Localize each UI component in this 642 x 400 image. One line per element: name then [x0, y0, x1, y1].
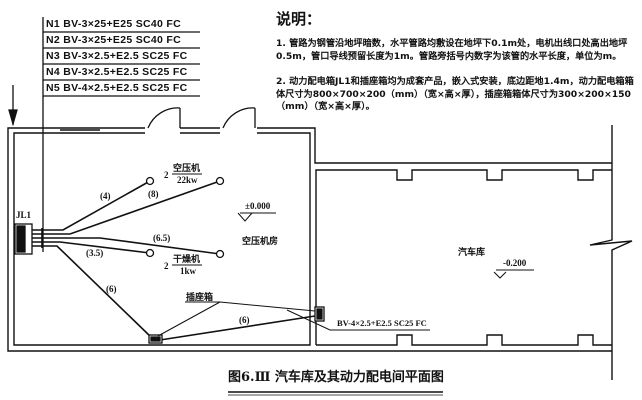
circuit-spec: BV-3×25+E25 SC40 FC [63, 34, 182, 46]
length-label: (6) [239, 315, 250, 325]
note-item: 1. 管路为钢管沿地坪暗数，水平管路均敷设在地坪下0.1m处，电机出线口处高出地… [276, 38, 628, 62]
length-label: (4) [100, 191, 111, 201]
length-label: (6) [106, 284, 117, 294]
circuit-spec: BV-4×2.5+E2.5 SC25 FC [63, 82, 188, 94]
circuit-id: N2 [46, 34, 61, 46]
circuit-spec: BV-3×2.5+E2.5 SC25 FC [63, 66, 188, 78]
dryer-power: 1kw [180, 266, 197, 276]
compressor-power: 22kw [177, 175, 198, 185]
compressor-name: 空压机 [173, 163, 201, 173]
legend-row: N1 BV-3×25+E25 SC40 FC [46, 18, 181, 30]
door-icon [147, 107, 181, 129]
length-label: (3.5) [86, 248, 104, 258]
figure-caption: 图6.Ⅲ 汽车库及其动力配电间平面图 [228, 370, 444, 385]
room2-name: 汽车库 [458, 247, 486, 257]
room1-name: 空压机房 [242, 236, 279, 246]
walls [7, 125, 633, 380]
door-icon [222, 107, 256, 129]
incoming-arrow-icon [8, 85, 18, 127]
room1-elevation: ±0.000 [245, 201, 271, 211]
legend-row: N3 BV-3×2.5+E2.5 SC25 FC [46, 50, 187, 62]
socket-box-icon [314, 306, 325, 322]
distribution-panel-jl1 [14, 223, 33, 255]
motor-outlet-icon [145, 176, 225, 259]
circuit-id: N1 [46, 18, 61, 30]
notes-title: 说明： [276, 10, 322, 28]
legend-underlines [43, 31, 200, 97]
circuit-id: N4 [46, 66, 61, 78]
circuit-spec: BV-3×25+E25 SC40 FC [63, 18, 182, 30]
socket-box-icon [148, 334, 163, 344]
compressor-count: 2 [164, 170, 169, 180]
dryer-name: 干燥机 [173, 254, 201, 264]
panel-label: JL1 [16, 210, 32, 220]
dryer-count: 2 [164, 261, 169, 271]
length-label: (6.5) [153, 233, 171, 243]
socket-cable-spec: BV-4×2.5+E2.5 SC25 FC [337, 318, 427, 328]
cables [32, 180, 316, 341]
socket-box-label: 插座箱 [186, 292, 214, 302]
leaders [157, 173, 534, 396]
circuit-spec: BV-3×2.5+E2.5 SC25 FC [63, 50, 188, 62]
circuit-id: N3 [46, 50, 61, 62]
length-label: (8) [148, 189, 159, 199]
legend-row: N5 BV-4×2.5+E2.5 SC25 FC [46, 82, 187, 94]
room2-elevation: -0.200 [503, 258, 527, 268]
legend-row: N2 BV-3×25+E25 SC40 FC [46, 34, 181, 46]
legend-row: N4 BV-3×2.5+E2.5 SC25 FC [46, 66, 187, 78]
circuit-id: N5 [46, 82, 61, 94]
note-item: 2. 动力配电箱JL1和插座箱均为成套产品，嵌入式安装，底边距地1.4m，动力配… [276, 76, 634, 112]
